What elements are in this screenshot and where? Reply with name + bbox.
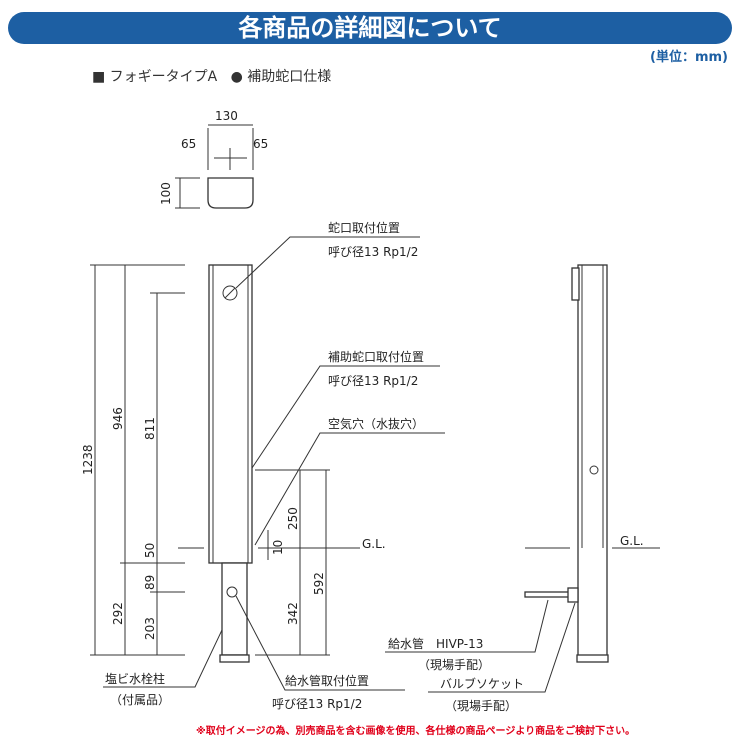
disclaimer-note: ※取付イメージの為、別売商品を含む画像を使用、各仕様の商品ページより商品をご検討…	[196, 726, 636, 737]
supply-mount-icon	[226, 586, 238, 598]
gl-front: G.L.	[362, 537, 386, 551]
dim-292: 292	[111, 602, 125, 625]
side-view: G.L. 給水管 HIVP-13 （現場手配） バルブソケット （現場手配）	[385, 264, 660, 713]
faucet-pos-label: 蛇口取付位置	[328, 220, 400, 235]
dim-592: 592	[312, 572, 326, 595]
faucet-mount-icon	[222, 285, 238, 301]
dim-width: 130	[215, 109, 238, 123]
top-view: 130 65 65 100	[159, 109, 268, 209]
product-name: ■ フォギータイプA	[92, 69, 218, 85]
pvc-post-label: 塩ビ水栓柱	[105, 671, 165, 686]
supply-pipe-label: 給水管 HIVP-13	[388, 636, 483, 651]
dim-811: 811	[143, 417, 157, 440]
supply-size-label: 呼び径13 Rp1/2	[272, 697, 362, 711]
faucet-size-label: 呼び径13 Rp1/2	[328, 245, 418, 259]
dim-89: 89	[143, 575, 157, 590]
dim-10: 10	[271, 540, 285, 555]
spec-name: ● 補助蛇口仕様	[230, 69, 332, 85]
dim-half-left: 65	[181, 137, 196, 151]
dim-total: 1238	[81, 444, 95, 475]
dim-203: 203	[143, 617, 157, 640]
dim-250: 250	[286, 507, 300, 530]
supply-pos-label: 給水管取付位置	[285, 673, 369, 688]
supply-pipe	[524, 591, 571, 598]
aux-faucet-size-label: 呼び径13 Rp1/2	[328, 374, 418, 388]
front-view: G.L. 1238 946 811 50 89 292 203 250 10	[81, 220, 445, 711]
dim-342: 342	[286, 602, 300, 625]
aux-faucet-pos-label: 補助蛇口取付位置	[328, 349, 424, 364]
dim-946: 946	[111, 407, 125, 430]
valve-socket-note: （現場手配）	[445, 699, 517, 713]
dim-50: 50	[143, 543, 157, 558]
pvc-post-note: （付属品）	[110, 693, 170, 707]
supply-pipe-note: （現場手配）	[418, 658, 490, 672]
unit-label: (単位：mm)	[650, 50, 728, 65]
dim-depth: 100	[159, 182, 173, 205]
dim-half-right: 65	[253, 137, 268, 151]
product-subtitle: ■ フォギータイプA ● 補助蛇口仕様	[92, 66, 331, 86]
page-title: 各商品の詳細図について	[8, 12, 732, 44]
valve-socket-label: バルブソケット	[440, 676, 524, 691]
air-hole-label: 空気穴（水抜穴）	[328, 416, 424, 431]
gl-side: G.L.	[620, 534, 644, 548]
valve-socket	[567, 587, 579, 603]
